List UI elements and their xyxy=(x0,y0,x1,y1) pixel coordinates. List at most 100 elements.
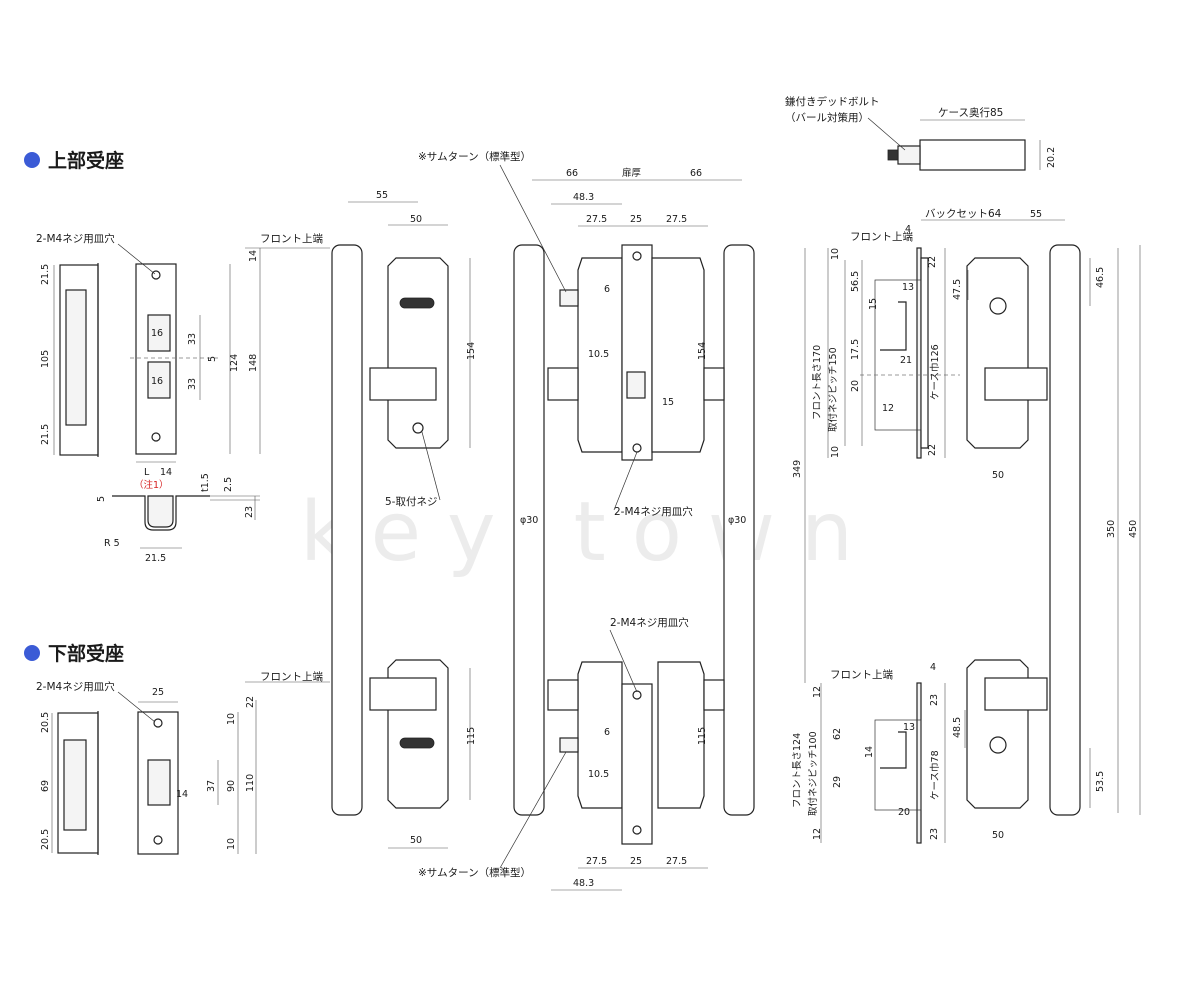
dimension-label: 14 xyxy=(160,467,172,478)
dimension-label: 20 xyxy=(850,380,861,392)
dimension-label: 25 xyxy=(630,856,642,867)
dimension-label: 50 xyxy=(410,214,422,225)
dimension-label: 13 xyxy=(902,282,914,293)
dimension-label: 23 xyxy=(244,506,255,518)
dimension-label: 25 xyxy=(630,214,642,225)
dimension-label: 20.2 xyxy=(1046,147,1057,168)
dimension-label: 14 xyxy=(248,250,259,262)
dimension-label: 349 xyxy=(792,460,803,478)
dimension-label: 21.5 xyxy=(145,553,166,564)
dimension-label: 21.5 xyxy=(40,264,51,285)
dimension-label: 12 xyxy=(812,686,823,698)
dimension-label: 110 xyxy=(245,774,256,792)
dimension-label: （バール対策用） xyxy=(785,111,869,124)
dimension-label: 50 xyxy=(410,835,422,846)
dimension-label: 23 xyxy=(929,828,940,840)
dimension-label: フロント上端 xyxy=(850,230,913,243)
dimension-label: 14 xyxy=(864,746,875,758)
dimension-label: 154 xyxy=(697,342,708,360)
dimension-label: 56.5 xyxy=(850,271,861,292)
dimension-label: ※サムターン（標準型） xyxy=(418,866,531,879)
dimension-label: 46.5 xyxy=(1095,267,1106,288)
dimension-label: 37 xyxy=(206,780,217,792)
dimension-label: 5 xyxy=(96,496,107,502)
dimension-label: バックセット64 xyxy=(925,208,1002,220)
dimension-label: （注1） xyxy=(134,479,169,491)
dimension-label: ケース奥行85 xyxy=(938,106,1003,119)
front-handle-drawing: 55 50 154 115 50 5-取付ネジ xyxy=(331,190,477,849)
dimension-label: 27.5 xyxy=(666,214,687,225)
dimension-label: 66 xyxy=(690,168,702,179)
dimension-label: 33 xyxy=(187,333,198,345)
dimension-label: フロント長さ170 xyxy=(812,345,823,420)
dimension-label: 48.3 xyxy=(573,192,594,203)
dimension-label: 16 xyxy=(151,376,163,387)
dimension-label: 4 xyxy=(905,224,911,235)
heading-lower-strike: 下部受座 xyxy=(48,642,124,665)
dimension-label: 62 xyxy=(832,728,843,740)
dimension-label: 4 xyxy=(930,662,936,673)
dimension-label: 15 xyxy=(662,397,674,408)
dimension-label: 124 xyxy=(229,354,240,372)
dimension-label: φ30 xyxy=(520,515,538,526)
dimension-label: 55 xyxy=(376,190,388,201)
dimension-label: 27.5 xyxy=(586,214,607,225)
dimension-label: 55 xyxy=(1030,209,1042,220)
dimension-label: 10 xyxy=(830,446,841,458)
dimension-label: 21 xyxy=(900,355,912,366)
dimension-label: 27.5 xyxy=(586,856,607,867)
dimension-label: φ30 xyxy=(728,515,746,526)
dimension-label: 66 xyxy=(566,168,578,179)
dimension-label: 350 xyxy=(1106,520,1117,538)
dimension-label: 14 xyxy=(176,789,188,800)
dimension-label: 2.5 xyxy=(223,477,234,492)
dimension-label: 154 xyxy=(466,342,477,360)
dimension-label: 27.5 xyxy=(666,856,687,867)
dimension-label: ※サムターン（標準型） xyxy=(418,150,531,163)
dimension-label: 21.5 xyxy=(40,424,51,445)
dimension-label: 450 xyxy=(1128,520,1139,538)
dimension-label: 10.5 xyxy=(588,769,609,780)
dimension-label: 22 xyxy=(927,444,938,456)
bullet-icon xyxy=(24,645,40,661)
dimension-label: 16 xyxy=(151,328,163,339)
dimension-label: 23 xyxy=(929,694,940,706)
dimension-label: フロント上端 xyxy=(260,232,323,245)
dimension-label: ケース巾78 xyxy=(929,750,941,800)
dimension-label: 115 xyxy=(466,727,477,745)
dimension-label: 10 xyxy=(226,838,237,850)
dimension-label: 50 xyxy=(992,470,1004,481)
dimension-label: 53.5 xyxy=(1095,771,1106,792)
dimension-label: 48.3 xyxy=(573,878,594,889)
dimension-label: 15 xyxy=(868,298,879,310)
dimension-label: ケース巾126 xyxy=(929,344,941,400)
dimension-label: 50 xyxy=(992,830,1004,841)
dimension-label: L xyxy=(144,467,150,478)
dimension-label: 17.5 xyxy=(850,339,861,360)
dimension-label: 2-M4ネジ用皿穴 xyxy=(36,680,115,693)
right-lock-drawing: 349 350 450 フロント上端 4 バックセット64 55 10 56.5… xyxy=(792,208,1141,844)
dimension-label: 25 xyxy=(152,687,164,698)
dimension-label: 13 xyxy=(903,722,915,733)
dimension-label: 20.5 xyxy=(40,712,51,733)
dimension-label: R 5 xyxy=(104,538,120,549)
dimension-label: フロント上端 xyxy=(830,668,893,681)
deadbolt-drawing: 鎌付きデッドボルト （バール対策用） ケース奥行85 20.2 xyxy=(785,95,1057,171)
dimension-label: 6 xyxy=(604,284,610,295)
dimension-label: 12 xyxy=(882,403,894,414)
dimension-label: 10.5 xyxy=(588,349,609,360)
dimension-label: 115 xyxy=(697,727,708,745)
dimension-label: 6 xyxy=(604,727,610,738)
dimension-label: 20.5 xyxy=(40,829,51,850)
dimension-label: 5-取付ネジ xyxy=(385,495,437,508)
dimension-label: フロント上端 xyxy=(260,670,323,683)
dimension-label: 105 xyxy=(40,350,51,368)
dimension-label: 10 xyxy=(226,713,237,725)
dimension-label: 鎌付きデッドボルト xyxy=(785,95,880,108)
dimension-label: 2-M4ネジ用皿穴 xyxy=(614,505,693,518)
dimension-label: 取付ネジピッチ100 xyxy=(808,731,819,816)
dimension-label: 取付ネジピッチ150 xyxy=(828,347,839,432)
dimension-label: 47.5 xyxy=(952,279,963,300)
side-view-drawing: 66 扉厚 66 48.3 27.5 25 27.5 6 10.5 15 154… xyxy=(418,150,755,891)
